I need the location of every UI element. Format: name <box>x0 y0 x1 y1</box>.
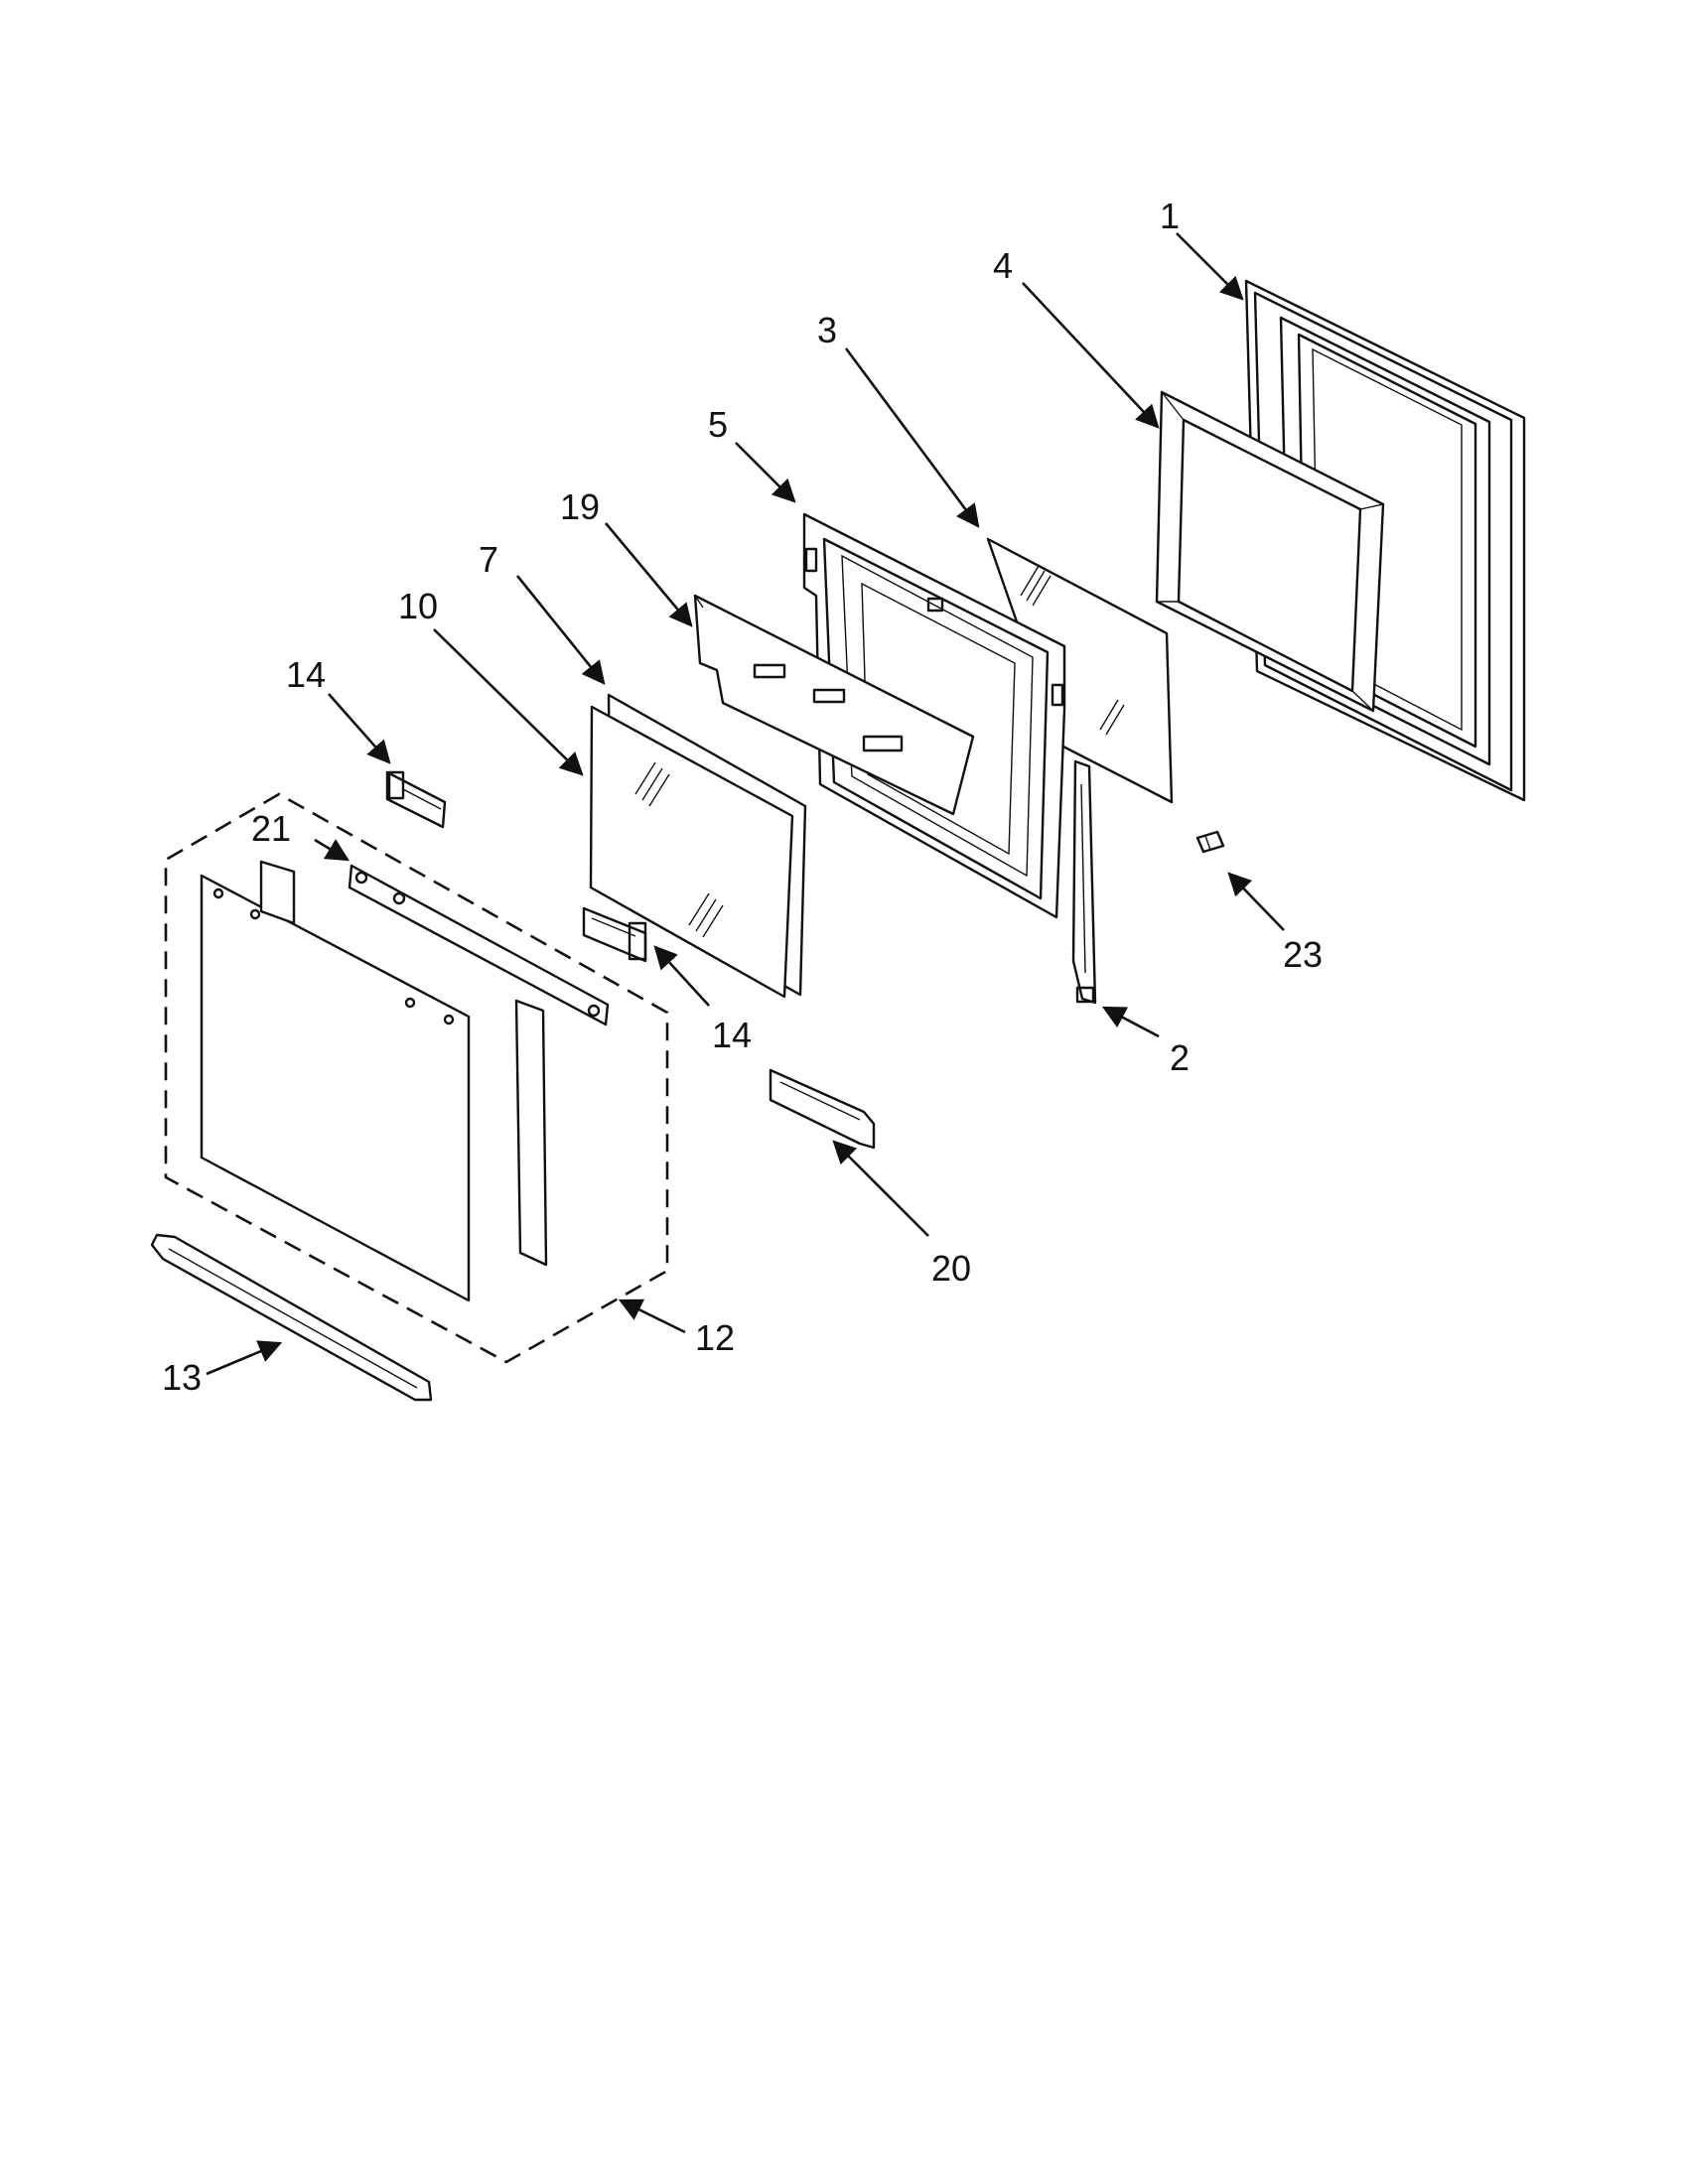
callout-14-upper: 14 <box>286 654 326 695</box>
leader-lines <box>206 232 1285 1376</box>
callout-1: 1 <box>1160 196 1180 236</box>
part-21-strip <box>348 864 610 1026</box>
part-3-glass-panel <box>986 537 1174 804</box>
callout-21: 21 <box>251 808 291 849</box>
part-19-heat-shield <box>693 594 975 816</box>
callout-12: 12 <box>695 1317 735 1358</box>
callout-20: 20 <box>931 1248 971 1289</box>
part-14-bracket-upper <box>385 770 447 829</box>
part-14-bracket-lower <box>582 906 647 963</box>
part-4-door-frame <box>1155 390 1385 713</box>
part-12-outer-door-assembly <box>164 792 669 1364</box>
part-2-hinge-bar <box>1071 759 1097 1005</box>
part-20-trim-strip <box>769 1068 876 1150</box>
callout-10: 10 <box>398 586 438 626</box>
callout-3: 3 <box>817 310 837 350</box>
callout-14-lower: 14 <box>712 1015 752 1055</box>
callout-5: 5 <box>708 404 728 445</box>
callout-4: 4 <box>993 245 1013 286</box>
part-10-glass-front <box>589 705 794 999</box>
callout-19: 19 <box>560 486 600 527</box>
callout-23: 23 <box>1283 934 1323 975</box>
callout-7: 7 <box>479 539 498 580</box>
callout-2: 2 <box>1170 1037 1190 1078</box>
callout-13: 13 <box>162 1357 202 1398</box>
part-23-clip <box>1195 830 1225 854</box>
part-13-door-handle <box>150 1233 433 1402</box>
